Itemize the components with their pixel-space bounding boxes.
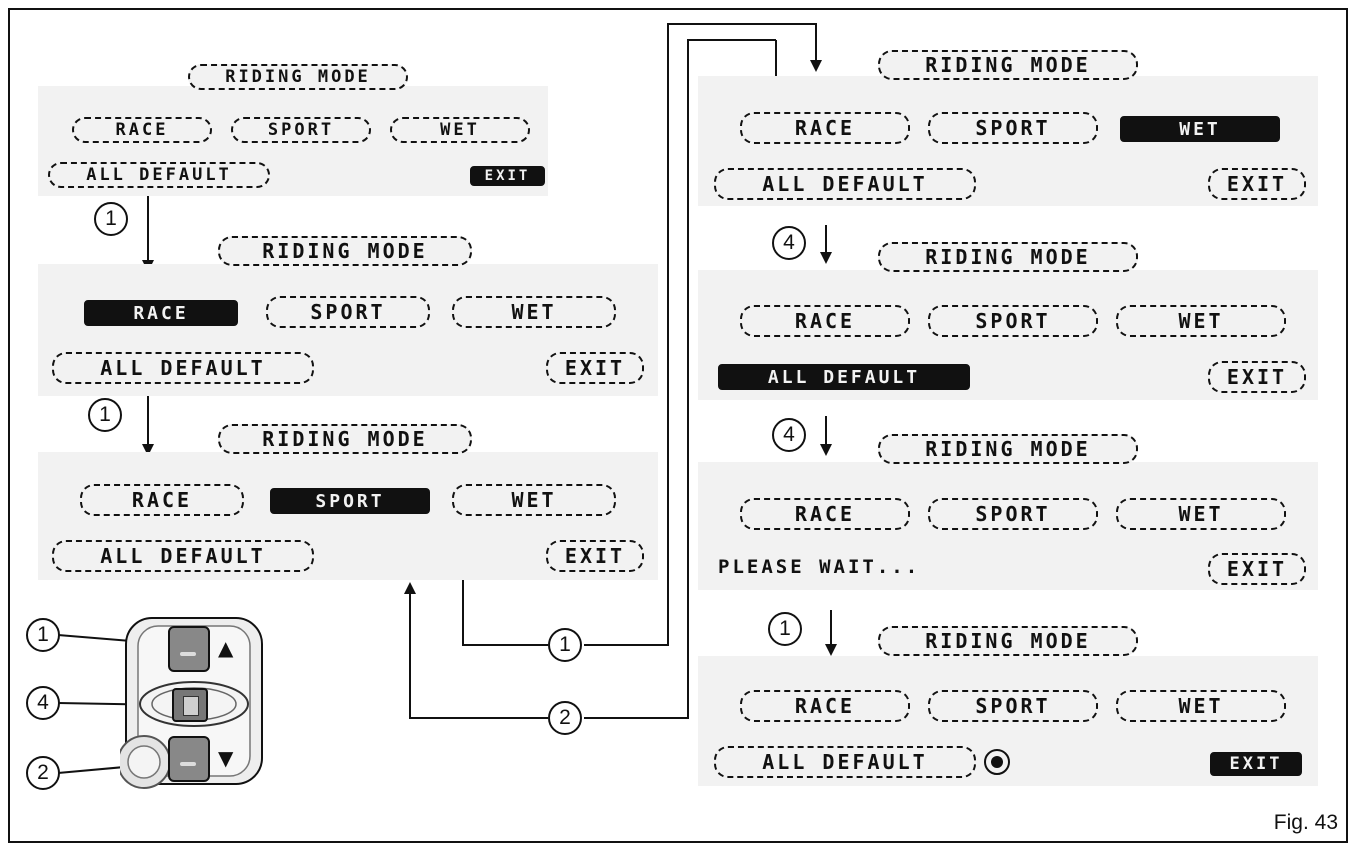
wet-option[interactable]: WET [1116,305,1286,337]
saving-indicator-icon [984,749,1010,775]
riding-mode-title: RIDING MODE [878,242,1138,272]
control-callout-enter: 4 [26,686,60,720]
wet-option[interactable]: WET [390,117,530,143]
exit-option[interactable]: EXIT [546,352,644,384]
down-arrow-icon: ▼ [218,746,234,770]
riding-mode-title: RIDING MODE [218,424,472,454]
wet-option[interactable]: WET [1116,690,1286,722]
exit-option[interactable]: EXIT [1208,361,1306,393]
exit-option[interactable]: EXIT [1208,553,1306,585]
exit-option-selected[interactable]: EXIT [1210,752,1302,776]
exit-option[interactable]: EXIT [546,540,644,572]
step-badge-4: 2 [548,701,582,735]
all-default-option[interactable]: ALL DEFAULT [714,746,976,778]
sport-option[interactable]: SPORT [928,690,1098,722]
up-arrow-icon: ▲ [218,636,234,660]
step-badge-1: 1 [94,202,128,236]
wet-option[interactable]: WET [1116,498,1286,530]
riding-mode-title: RIDING MODE [878,50,1138,80]
race-option[interactable]: RACE [80,484,244,516]
exit-option[interactable]: EXIT [1208,168,1306,200]
wet-option[interactable]: WET [452,484,616,516]
control-callout-up: 1 [26,618,60,652]
enter-button[interactable] [172,688,208,722]
step-badge-2: 1 [88,398,122,432]
all-default-option[interactable]: ALL DEFAULT [52,540,314,572]
race-option[interactable]: RACE [740,305,910,337]
up-button[interactable] [168,626,210,672]
exit-option-selected[interactable]: EXIT [470,166,545,186]
wet-option[interactable]: WET [452,296,616,328]
sport-option[interactable]: SPORT [231,117,371,143]
race-option[interactable]: RACE [740,112,910,144]
sport-option[interactable]: SPORT [266,296,430,328]
race-option[interactable]: RACE [740,498,910,530]
sport-option-selected[interactable]: SPORT [270,488,430,514]
step-badge-6: 4 [772,418,806,452]
riding-mode-title: RIDING MODE [878,434,1138,464]
control-callout-down: 2 [26,756,60,790]
race-option[interactable]: RACE [72,117,212,143]
handlebar-control-illustration: ▲ ▼ [117,612,268,792]
riding-mode-title: RIDING MODE [188,64,408,90]
sport-option[interactable]: SPORT [928,112,1098,144]
sport-option[interactable]: SPORT [928,498,1098,530]
all-default-option[interactable]: ALL DEFAULT [714,168,976,200]
wet-option-selected[interactable]: WET [1120,116,1280,142]
step-badge-7: 1 [768,612,802,646]
all-default-option[interactable]: ALL DEFAULT [52,352,314,384]
race-option-selected[interactable]: RACE [84,300,238,326]
all-default-option[interactable]: ALL DEFAULT [48,162,270,188]
down-button[interactable] [168,736,210,782]
all-default-option-selected[interactable]: ALL DEFAULT [718,364,970,390]
step-badge-3: 1 [548,628,582,662]
figure-label: Fig. 43 [1273,811,1338,834]
please-wait-text: PLEASE WAIT... [718,556,921,578]
riding-mode-title: RIDING MODE [878,626,1138,656]
step-badge-5: 4 [772,226,806,260]
sport-option[interactable]: SPORT [928,305,1098,337]
riding-mode-title: RIDING MODE [218,236,472,266]
race-option[interactable]: RACE [740,690,910,722]
